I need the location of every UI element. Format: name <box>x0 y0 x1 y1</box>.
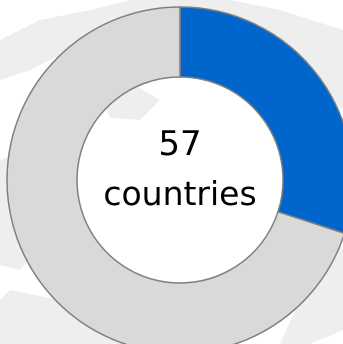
donut-slice-highlighted <box>179 6 343 234</box>
center-label: countries <box>103 174 256 213</box>
donut-slices <box>6 6 343 344</box>
center-value: 57 <box>158 124 201 164</box>
donut-slice-remainder <box>6 6 343 344</box>
